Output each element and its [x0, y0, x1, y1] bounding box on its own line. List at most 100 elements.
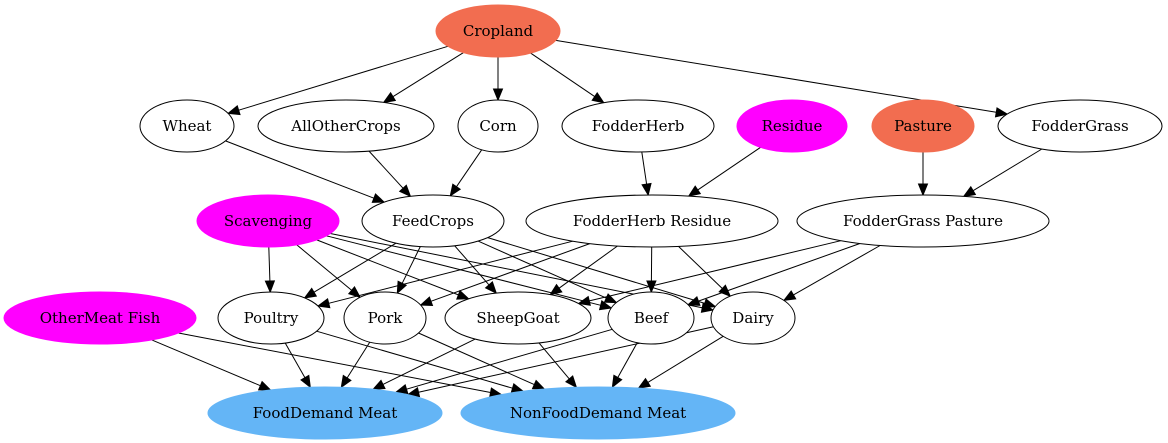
- edge-cropland-to-corn: [492, 57, 504, 102]
- edge-fodder_herb_residue-to-sheep_goat: [549, 245, 618, 296]
- node-all-other-crops-shape: [257, 99, 435, 153]
- node-dairy-shape: [710, 291, 796, 345]
- edge-other_meat_fish-to-food_demand_meat: [151, 339, 272, 391]
- edge-arrowhead: [641, 182, 652, 197]
- node-fodder-herb-residue: FodderHerb Residue: [525, 194, 779, 248]
- node-other-meat-fish-label: OtherMeat Fish: [40, 309, 161, 327]
- edge-fodder_grass_pasture-to-dairy: [782, 245, 881, 302]
- edge-wheat-to-feed_crops: [225, 140, 386, 203]
- node-feed-crops-shape: [361, 194, 505, 248]
- edge-arrowhead: [531, 379, 546, 390]
- edge-line: [401, 246, 421, 284]
- node-beef-label: Beef: [634, 309, 670, 327]
- edge-line: [392, 52, 464, 98]
- node-food-demand-meat-shape: [207, 386, 443, 440]
- node-fodder-grass-pasture-shape: [796, 194, 1050, 248]
- edge-cropland-to-wheat: [226, 45, 449, 116]
- edge-arrowhead: [484, 281, 498, 295]
- edge-arrowhead: [591, 92, 605, 104]
- node-pasture: Pasture: [871, 99, 975, 153]
- node-pork: Pork: [343, 291, 427, 345]
- edge-line: [647, 335, 724, 383]
- edge-line: [530, 52, 595, 98]
- edge-line: [793, 245, 881, 296]
- edge-arrowhead: [347, 286, 362, 299]
- edge-arrowhead: [382, 91, 397, 104]
- node-nonfood-demand-meat: NonFoodDemand Meat: [460, 386, 736, 440]
- node-wheat-shape: [139, 99, 235, 153]
- edge-fodder_herb_residue-to-dairy: [678, 246, 732, 298]
- edge-fodder_herb_residue-to-pork: [419, 243, 590, 307]
- node-sheep-goat-label: SheepGoat: [476, 309, 559, 327]
- node-cropland-label: Cropland: [463, 22, 534, 40]
- node-poultry: Poultry: [217, 291, 325, 345]
- edge-line: [697, 146, 761, 191]
- edge-line: [454, 245, 490, 286]
- edge-arrowhead: [226, 105, 241, 116]
- node-other-meat-fish: OtherMeat Fish: [3, 291, 197, 345]
- edge-arrowhead: [371, 193, 386, 203]
- edge-line: [487, 237, 705, 304]
- node-fodder-herb-residue-shape: [525, 194, 779, 248]
- edge-scavenging-to-pork: [296, 244, 362, 299]
- edge-arrowhead: [264, 280, 276, 294]
- node-pasture-label: Pasture: [894, 117, 952, 135]
- edge-line: [284, 342, 306, 378]
- edge-pork-to-food_demand_meat: [340, 341, 371, 389]
- edge-line: [296, 244, 352, 291]
- edge-line: [406, 328, 613, 390]
- node-nonfood-demand-meat-shape: [460, 386, 736, 440]
- edge-line: [151, 339, 261, 387]
- edge-beef-to-food_demand_meat: [394, 328, 613, 395]
- edge-fodder_grass-to-fodder_grass_pasture: [962, 148, 1043, 198]
- node-fodder-herb-shape: [561, 99, 715, 153]
- node-all-other-crops: AllOtherCrops: [257, 99, 435, 153]
- edge-feed_crops-to-sheep_goat: [454, 245, 498, 295]
- edge-arrowhead: [396, 280, 408, 295]
- node-fodder-grass-pasture-label: FodderGrass Pasture: [843, 212, 1003, 230]
- edge-line: [346, 341, 371, 379]
- edge-line: [456, 149, 483, 187]
- edge-line: [972, 148, 1043, 192]
- node-pork-label: Pork: [368, 309, 404, 327]
- node-beef: Beef: [607, 291, 695, 345]
- edge-arrowhead: [702, 298, 717, 309]
- edge-arrowhead: [398, 184, 412, 198]
- edge-arrowhead: [300, 374, 311, 389]
- edge-line: [225, 140, 375, 199]
- edge-cropland-to-fodder_herb: [530, 52, 605, 104]
- node-residue-shape: [736, 99, 848, 153]
- edge-poultry-to-food_demand_meat: [284, 342, 311, 389]
- edge-arrowhead: [994, 107, 1009, 118]
- node-beef-shape: [607, 291, 695, 345]
- node-pasture-shape: [871, 99, 975, 153]
- edge-arrowhead: [611, 374, 623, 389]
- edge-sheep_goat-to-food_demand_meat: [371, 338, 476, 390]
- node-wheat-label: Wheat: [163, 117, 212, 135]
- edge-corn-to-feed_crops: [449, 149, 483, 197]
- node-scavenging-label: Scavenging: [224, 212, 313, 230]
- node-corn-label: Corn: [479, 117, 517, 135]
- node-poultry-shape: [217, 291, 325, 345]
- edge-arrowhead: [917, 183, 929, 197]
- edge-line: [698, 243, 861, 302]
- node-fodder-grass: FodderGrass: [997, 99, 1163, 153]
- edge-fodder_grass_pasture-to-beef: [686, 243, 861, 306]
- node-dairy: Dairy: [710, 291, 796, 345]
- edge-arrowhead: [637, 377, 652, 389]
- edge-line: [589, 240, 841, 302]
- edge-pasture-to-fodder_grass_pasture: [917, 152, 929, 197]
- edge-line: [678, 246, 723, 289]
- node-fodder-herb-residue-label: FodderHerb Residue: [573, 212, 731, 230]
- edge-arrowhead: [371, 379, 386, 390]
- node-poultry-label: Poultry: [244, 309, 299, 327]
- edge-all_other_crops-to-feed_crops: [368, 150, 412, 198]
- edge-arrowhead: [687, 185, 702, 197]
- node-feed-crops: FeedCrops: [361, 194, 505, 248]
- edge-arrowhead: [449, 183, 462, 197]
- node-wheat: Wheat: [139, 99, 235, 153]
- edge-scavenging-to-poultry: [264, 246, 276, 294]
- node-scavenging-shape: [196, 194, 340, 248]
- node-fodder-herb-label: FodderHerb: [592, 117, 685, 135]
- node-residue-label: Residue: [762, 117, 823, 135]
